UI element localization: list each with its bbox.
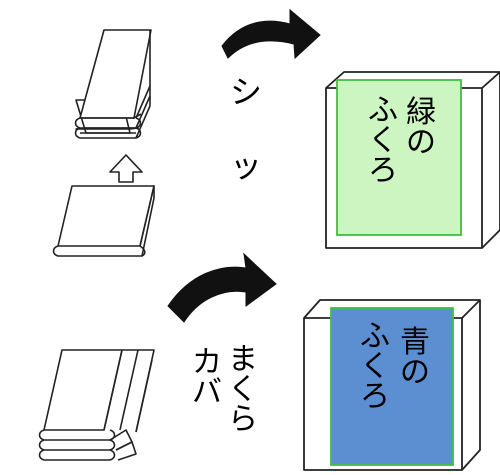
vertical-char: カ [192, 345, 222, 380]
vertical-char: ろ [368, 153, 398, 188]
green-bag-label-col2: ふくろ [365, 96, 401, 186]
green-bag-label-col1-text: 緑の [406, 98, 436, 158]
pillowcase-stack-illustration [38, 349, 155, 461]
green-bag-label-col1: 緑の [403, 98, 439, 158]
green-bag-box [325, 71, 500, 249]
vertical-char: く [228, 372, 258, 407]
up-arrow-icon [109, 154, 143, 183]
pillowcase-label-col1: まくら [226, 345, 260, 435]
vertical-char: の [406, 125, 436, 160]
vertical-char: 青 [400, 325, 430, 360]
vertical-char: バ [192, 375, 222, 410]
single-sheet-illustration [52, 185, 155, 257]
vertical-char: の [400, 355, 430, 390]
vertical-char: 緑 [406, 95, 436, 130]
sheets-label-bottom: ッ [229, 147, 262, 185]
pillowcase-label-col2-text: カバ [192, 348, 222, 408]
blue-bag-label-col2: ふくろ [357, 322, 393, 412]
pillowcase-label-col2: カバ [190, 348, 224, 408]
curved-arrow-top-icon [221, 8, 321, 60]
vertical-char: ふ [360, 319, 390, 354]
vertical-char: ろ [360, 379, 390, 414]
blue-bag-box [303, 299, 481, 471]
blue-bag-label-col2-text: ふくろ [360, 322, 390, 412]
vertical-char: く [360, 349, 390, 384]
pillowcase-label-col1-text: まくら [228, 345, 258, 435]
vertical-char: ふ [368, 93, 398, 128]
vertical-char: ま [228, 342, 258, 377]
sheet-stack-illustration [74, 29, 152, 139]
vertical-char: ら [228, 402, 258, 437]
green-bag-label-col2-text: ふくろ [368, 96, 398, 186]
green-bag [336, 79, 462, 236]
sheets-label-top: シ [229, 73, 262, 111]
blue-bag-label-col1: 青の [397, 328, 433, 388]
curved-arrow-bottom-icon [167, 252, 277, 323]
blue-bag [330, 307, 454, 466]
vertical-char: く [368, 123, 398, 158]
blue-bag-label-col1-text: 青の [400, 328, 430, 388]
